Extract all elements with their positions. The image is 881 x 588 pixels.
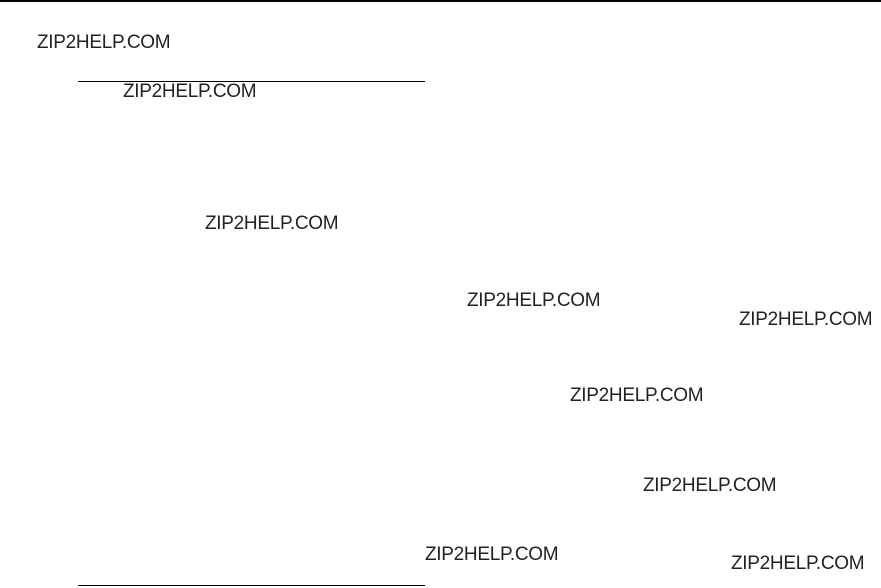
watermark-text: ZIP2HELP.COM [570, 385, 704, 406]
watermark-text: ZIP2HELP.COM [205, 213, 339, 234]
lower-divider-line [78, 585, 425, 586]
watermark-text: ZIP2HELP.COM [731, 553, 865, 574]
watermark-text: ZIP2HELP.COM [123, 81, 257, 102]
top-border-line [0, 0, 881, 2]
watermark-text: ZIP2HELP.COM [467, 290, 601, 311]
watermark-text: ZIP2HELP.COM [425, 544, 559, 565]
watermark-text: ZIP2HELP.COM [37, 32, 171, 53]
watermark-text: ZIP2HELP.COM [643, 475, 777, 496]
watermark-text: ZIP2HELP.COM [739, 309, 873, 330]
upper-divider-line [78, 81, 425, 82]
